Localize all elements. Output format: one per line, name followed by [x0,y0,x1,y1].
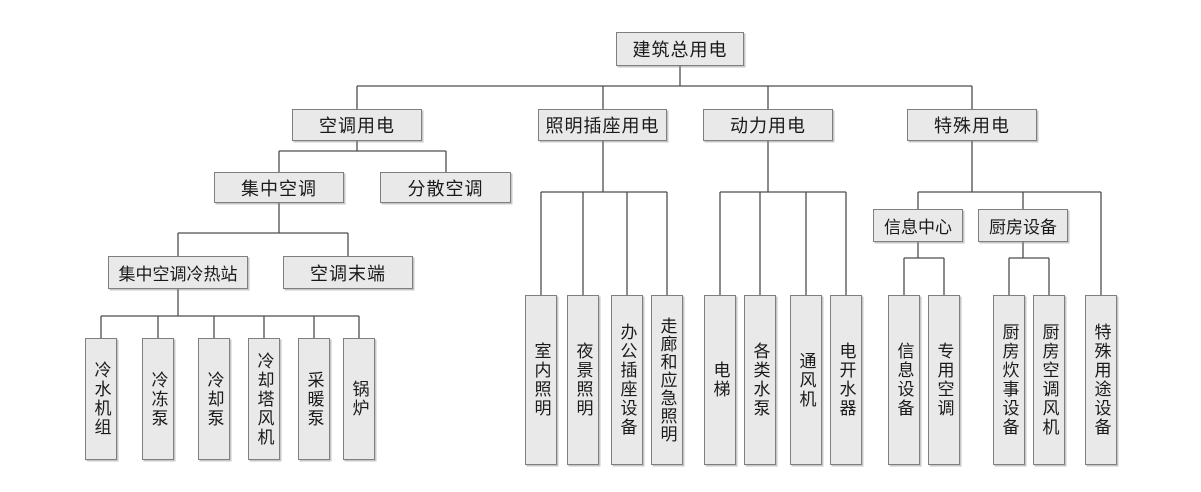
connector-lighting-children [540,141,668,295]
node-dedicated-ac: 专用空调 [928,295,960,465]
node-chiller: 冷水机组 [85,338,117,460]
node-kitchen-cooking: 厨房炊事设备 [993,295,1025,465]
connector-kitchen-children [1008,242,1050,295]
node-indoor-lighting: 室内照明 [525,295,557,465]
node-kitchen: 厨房设备 [978,209,1068,242]
node-office-socket: 办公插座设备 [611,295,643,465]
node-night-lighting: 夜景照明 [567,295,599,465]
node-heating-pump: 采暖泵 [298,338,330,460]
node-water-pumps: 各类水泵 [744,295,776,465]
node-power: 动力用电 [703,109,833,141]
node-dispersed-ac: 分散空调 [380,172,511,203]
node-central-ac: 集中空调 [214,172,344,203]
node-water-heater: 电开水器 [830,295,862,465]
node-elevator: 电梯 [704,295,736,465]
node-cooling-tower-fan: 冷却塔风机 [248,338,280,460]
node-chilled-pump: 冷冻泵 [142,338,174,460]
node-cooling-pump: 冷却泵 [198,338,230,460]
node-kitchen-ac-fan: 厨房空调风机 [1033,295,1065,465]
node-ventilation-fan: 通风机 [790,295,822,465]
connector-special-children [917,141,1102,295]
connector-root-to-level2 [356,66,973,109]
node-root: 建筑总用电 [616,32,744,66]
node-special-purpose: 特殊用途设备 [1085,295,1117,465]
node-hvac: 空调用电 [292,109,422,141]
connector-info-center-children [903,242,945,295]
connector-hvac-children [278,141,447,172]
node-boiler: 锅炉 [343,338,375,460]
node-lighting: 照明插座用电 [538,109,667,141]
connector-power-children [719,141,847,295]
node-corridor-emergency: 走廊和应急照明 [651,295,683,465]
node-info-equipment: 信息设备 [888,295,920,465]
node-ac-terminal: 空调末端 [283,256,413,289]
connector-central-ac-children [177,203,349,256]
node-special: 特殊用电 [907,109,1037,141]
node-plant: 集中空调冷热站 [108,256,248,289]
node-info-center: 信息中心 [873,209,963,242]
connector-plant-children [100,289,360,338]
